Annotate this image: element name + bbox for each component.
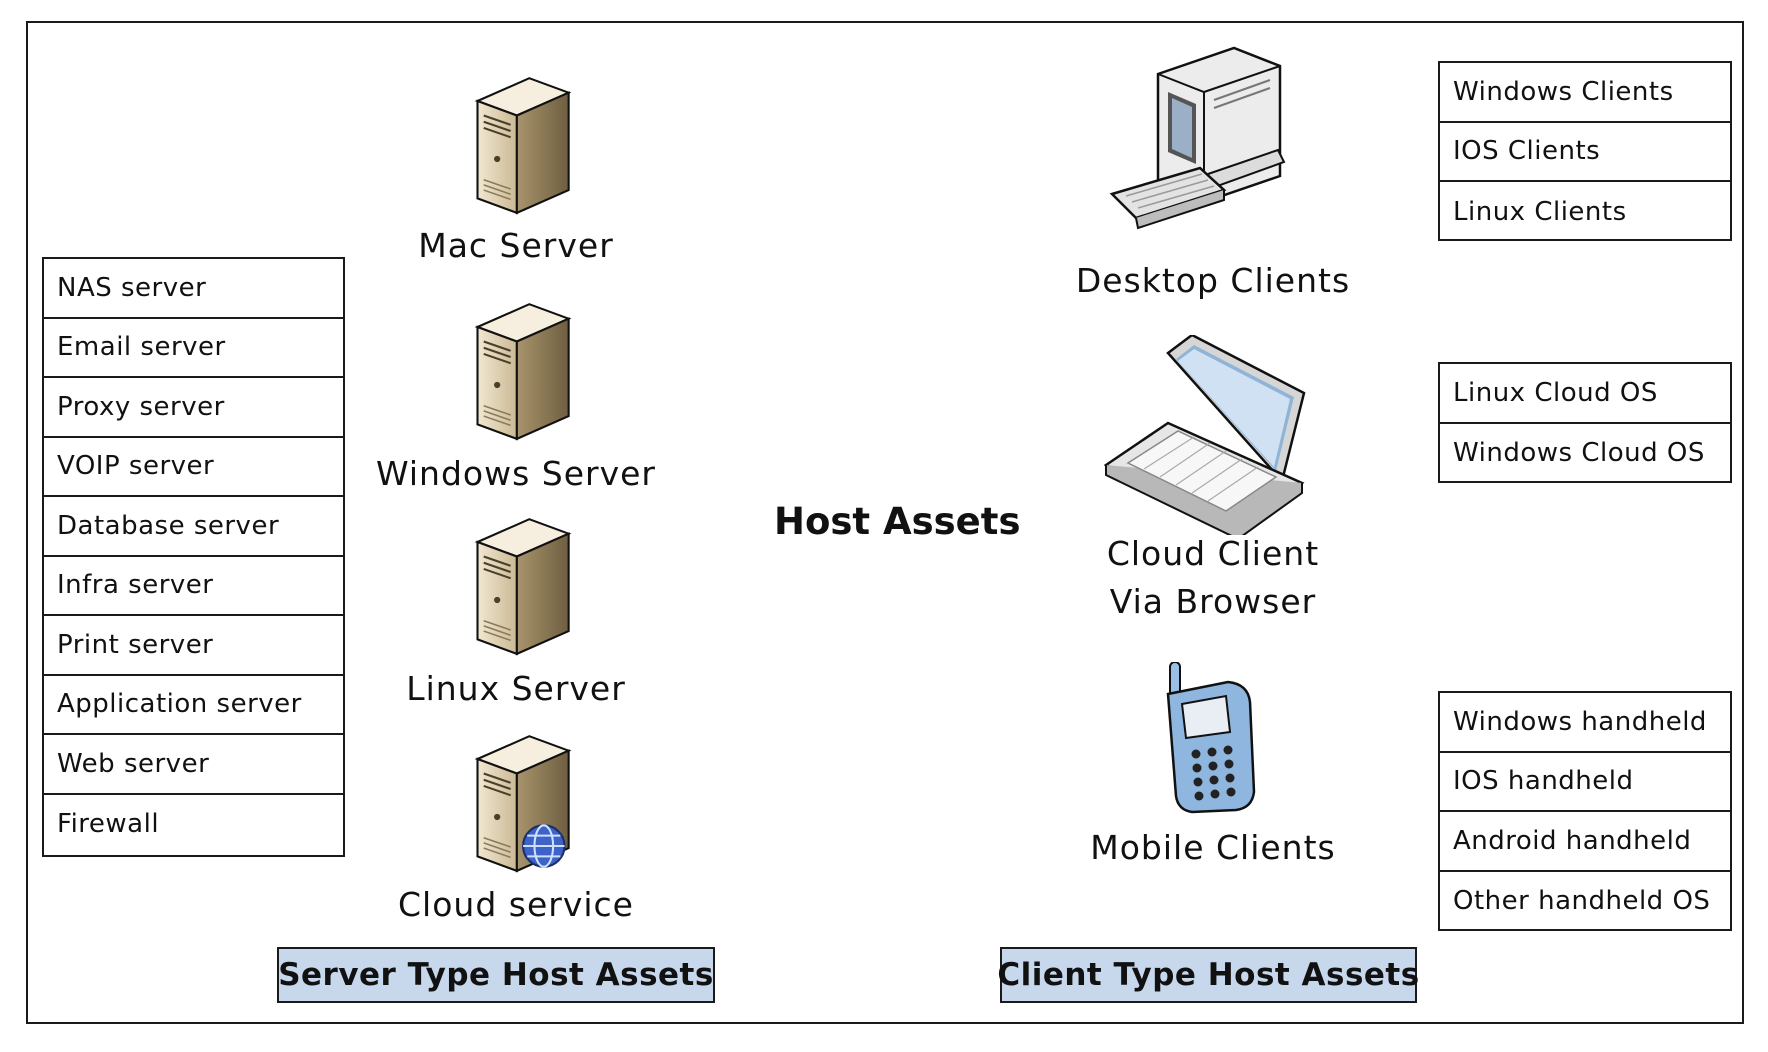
mobile-phone-icon xyxy=(1166,662,1256,814)
service-item: VOIP server xyxy=(44,438,343,497)
service-item: NAS server xyxy=(44,259,343,319)
os-item: Windows Clients xyxy=(1440,63,1730,123)
laptop-icon xyxy=(1104,335,1306,535)
service-item: Database server xyxy=(44,497,343,557)
service-item: Firewall xyxy=(57,809,160,840)
cloud-client-sublabel: Via Browser xyxy=(1109,582,1317,621)
os-item: Windows Cloud OS xyxy=(1453,438,1705,469)
service-item: Print server xyxy=(44,616,343,676)
service-item: Infra server xyxy=(44,557,343,616)
service-item: Email server xyxy=(44,319,343,378)
os-item: Linux Clients xyxy=(1453,196,1627,227)
server-tower-icon xyxy=(466,72,576,217)
service-item: Proxy server xyxy=(44,378,343,438)
linux-server-label: Linux Server xyxy=(406,669,626,708)
os-item: Other handheld OS xyxy=(1453,886,1711,917)
service-item: Web server xyxy=(44,735,343,795)
windows-server-label: Windows Server xyxy=(375,454,656,493)
os-item: Linux Cloud OS xyxy=(1440,364,1730,424)
diagram-title: Host Assets xyxy=(774,500,1021,543)
cloud-client-label: Cloud Client xyxy=(1106,534,1320,573)
desktop-computer-icon xyxy=(1109,46,1286,230)
cloud-os-list: Linux Cloud OS Windows Cloud OS xyxy=(1438,362,1732,483)
service-item: Application server xyxy=(44,676,343,735)
os-item: IOS handheld xyxy=(1440,753,1730,812)
mac-server-label: Mac Server xyxy=(418,226,614,265)
mobile-os-list: Windows handheld IOS handheld Android ha… xyxy=(1438,691,1732,931)
server-service-list: NAS server Email server Proxy server VOI… xyxy=(42,257,345,857)
server-tower-icon xyxy=(466,298,576,443)
server-type-band: Server Type Host Assets xyxy=(277,947,715,1003)
client-type-band: Client Type Host Assets xyxy=(997,947,1419,1003)
desktop-clients-label: Desktop Clients xyxy=(1075,261,1351,300)
os-item: Android handheld xyxy=(1440,812,1730,872)
diagram-frame xyxy=(26,21,1744,1024)
mobile-clients-label: Mobile Clients xyxy=(1090,828,1336,867)
desktop-os-list: Windows Clients IOS Clients Linux Client… xyxy=(1438,61,1732,241)
cloud-server-icon xyxy=(466,730,576,875)
os-item: IOS Clients xyxy=(1440,123,1730,182)
os-item: Windows handheld xyxy=(1440,693,1730,753)
cloud-service-label: Cloud service xyxy=(398,885,634,924)
server-tower-icon xyxy=(466,513,576,658)
